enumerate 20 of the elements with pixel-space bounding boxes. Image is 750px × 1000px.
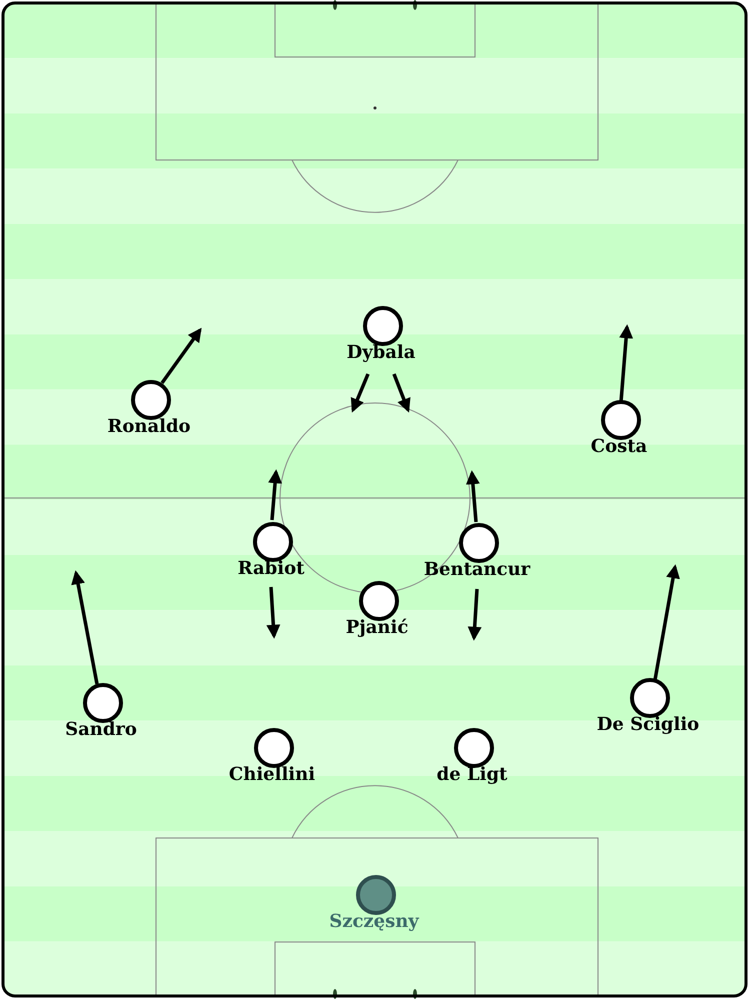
player-name: Pjanić <box>344 617 410 638</box>
player-name: Rabiot <box>236 558 306 579</box>
player-name: de Ligt <box>436 764 508 785</box>
arrow <box>268 469 282 520</box>
arrow <box>160 328 202 384</box>
player-name: Ronaldo <box>106 416 192 437</box>
arrow <box>392 373 410 413</box>
arrow <box>468 588 482 641</box>
arrow <box>71 570 99 684</box>
player-name: Szczęsny <box>328 911 420 932</box>
player-name: Dybala <box>346 342 416 363</box>
player-name: Chiellini <box>228 764 316 785</box>
player-name: De Sciglio <box>596 714 700 735</box>
player-name: Costa <box>590 436 648 457</box>
arrow <box>350 373 370 413</box>
player-name: Bentancur <box>422 559 532 580</box>
player-name: Sandro <box>64 719 138 740</box>
arrow <box>266 586 280 639</box>
arrow <box>653 564 680 680</box>
arrow <box>619 324 634 402</box>
